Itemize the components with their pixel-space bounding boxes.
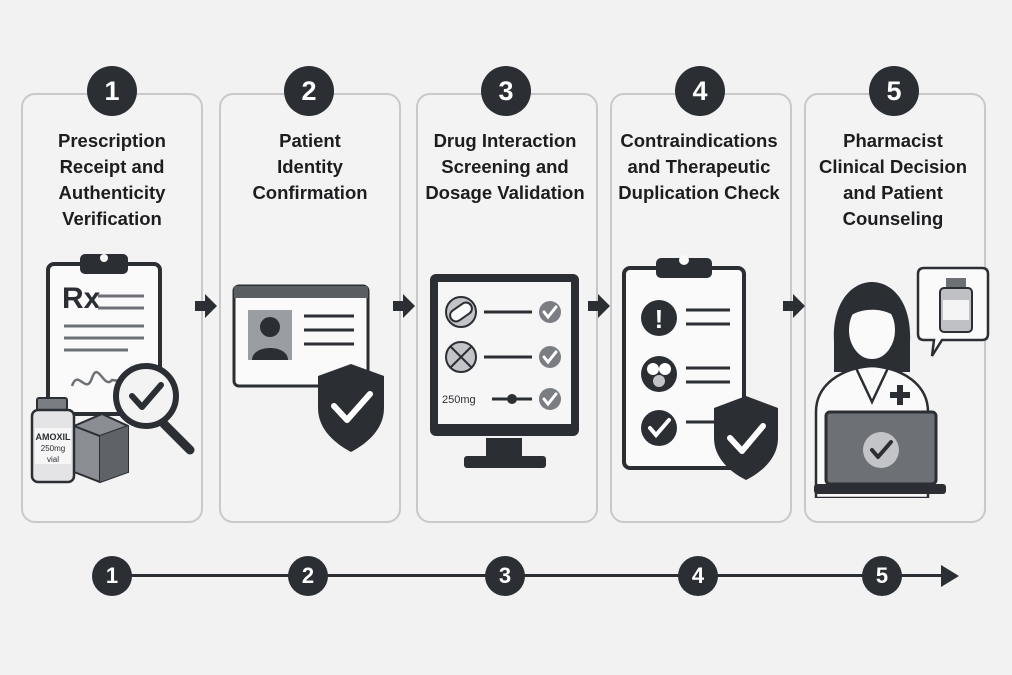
vial-label-type: vial xyxy=(47,455,59,464)
timeline-node-4: 4 xyxy=(678,556,718,596)
step-4-title: Contraindications and Therapeutic Duplic… xyxy=(618,130,780,203)
box-icon xyxy=(73,412,129,484)
check-circle-icon xyxy=(641,410,677,446)
timeline-line xyxy=(120,574,950,577)
timeline-node-1: 1 xyxy=(92,556,132,596)
step-2-title: Patient Identity Confirmation xyxy=(252,130,368,203)
pill-icon xyxy=(445,296,477,328)
step-3-title: Drug Interaction Screening and Dosage Va… xyxy=(425,130,585,203)
vial-icon xyxy=(939,278,973,333)
dose-label: 250mg xyxy=(442,394,476,406)
step-2-illustration xyxy=(232,284,384,452)
arrow-right-icon xyxy=(783,294,805,318)
arrow-right-icon xyxy=(393,294,415,318)
laptop-icon xyxy=(814,410,946,494)
vial-icon: AMOXIL 250mg vial xyxy=(30,397,76,484)
timeline-node-5: 5 xyxy=(862,556,902,596)
shield-check-icon xyxy=(714,396,778,480)
step-4-illustration: ! xyxy=(622,255,778,480)
step-1-illustration: Rx AMOXIL 250mg vial xyxy=(30,254,195,484)
step-3-number-badge: 3 xyxy=(481,66,531,116)
capsules-icon xyxy=(641,356,677,392)
step-3-illustration: 250mg xyxy=(430,274,579,468)
vial-label-dose: 250mg xyxy=(41,444,65,453)
step-2-number-badge: 2 xyxy=(284,66,334,116)
step-5-title: Pharmacist Clinical Decision and Patient… xyxy=(818,130,968,229)
step-4-number-badge: 4 xyxy=(675,66,725,116)
shield-check-icon xyxy=(318,364,384,452)
alert-icon: ! xyxy=(641,300,677,336)
timeline-arrowhead-icon xyxy=(941,565,959,587)
step-1-number-badge: 1 xyxy=(87,66,137,116)
magnifier-check-icon xyxy=(113,363,195,455)
arrow-right-icon xyxy=(195,294,217,318)
step-5-number-badge: 5 xyxy=(869,66,919,116)
alert-glyph: ! xyxy=(655,304,664,334)
timeline-node-3: 3 xyxy=(485,556,525,596)
step-1-title: Prescription Receipt and Authenticity Ve… xyxy=(58,130,166,229)
arrow-right-icon xyxy=(588,294,610,318)
timeline-node-2: 2 xyxy=(288,556,328,596)
vial-label-name: AMOXIL xyxy=(36,432,72,442)
step-5-illustration xyxy=(814,266,990,498)
id-card-icon xyxy=(232,284,370,388)
check-circle-icon xyxy=(539,388,561,410)
pill-icon xyxy=(445,341,477,373)
check-circle-icon xyxy=(539,301,561,323)
rx-symbol: Rx xyxy=(62,282,101,315)
check-circle-icon xyxy=(539,346,561,368)
